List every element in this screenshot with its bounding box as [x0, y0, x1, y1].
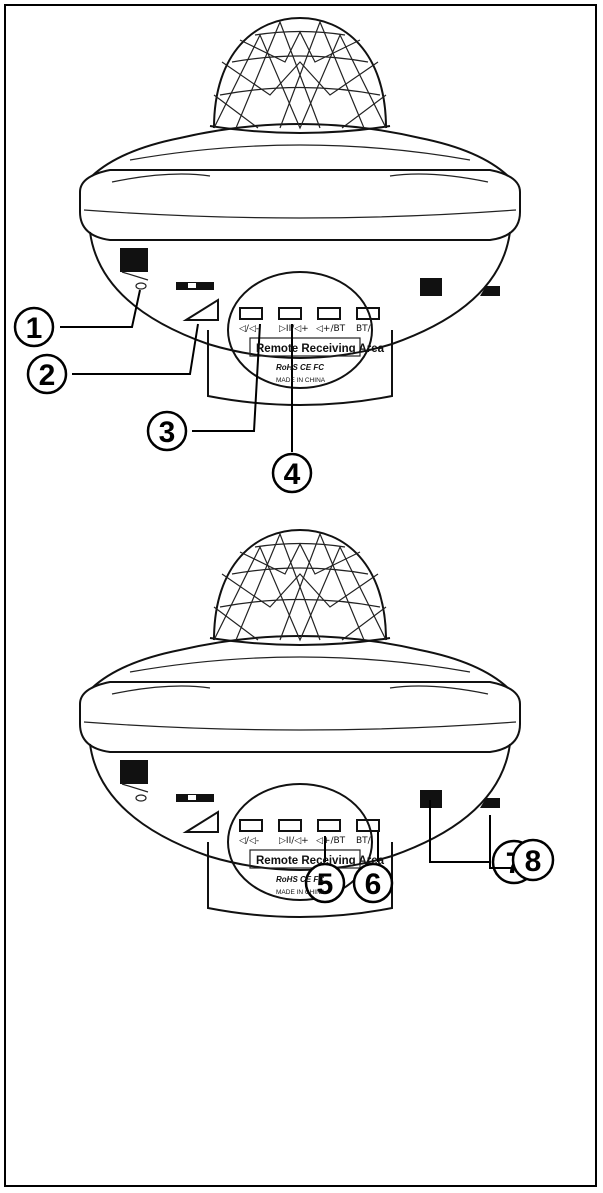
callout-2: 2 [26, 353, 68, 395]
figure-frame [4, 4, 597, 1187]
remote-area-label: Remote Receiving Area [256, 343, 385, 355]
button-label-3-b: ◁+/BT [316, 836, 346, 846]
button-label-2-b: ▷II/◁+ [279, 836, 309, 846]
button-label-3: ◁+/BT [316, 324, 346, 334]
button-label-4-b: BT/ [356, 836, 372, 846]
callout-2-label: 2 [39, 359, 56, 392]
made-in-text-b: MADE IN CHINA [276, 889, 326, 896]
remote-area-label-b: Remote Receiving Area [256, 855, 385, 867]
callout-5-label: 5 [317, 868, 334, 901]
made-in-text: MADE IN CHINA [276, 377, 326, 384]
callout-6-label: 6 [365, 868, 382, 901]
callout-4-label: 4 [284, 458, 301, 491]
button-label-1-b: ◁/◁- [239, 836, 259, 846]
button-label-4: BT/ [356, 324, 372, 334]
cert-text: RoHS CE FC [276, 363, 324, 372]
callout-1-label: 1 [26, 312, 43, 345]
callout-lines-top [60, 289, 293, 452]
callout-3: 3 [146, 410, 188, 452]
cert-text-b: RoHS CE FC [276, 875, 324, 884]
callout-5: 5 [304, 862, 346, 904]
button-label-1: ◁/◁- [239, 324, 259, 334]
callout-6: 6 [352, 862, 394, 904]
button-label-2: ▷II/◁+ [279, 324, 309, 334]
callout-1: 1 [13, 306, 55, 348]
callout-3-label: 3 [159, 416, 176, 449]
callout-4: 4 [271, 452, 313, 494]
callout-8-label: 8 [525, 845, 542, 878]
